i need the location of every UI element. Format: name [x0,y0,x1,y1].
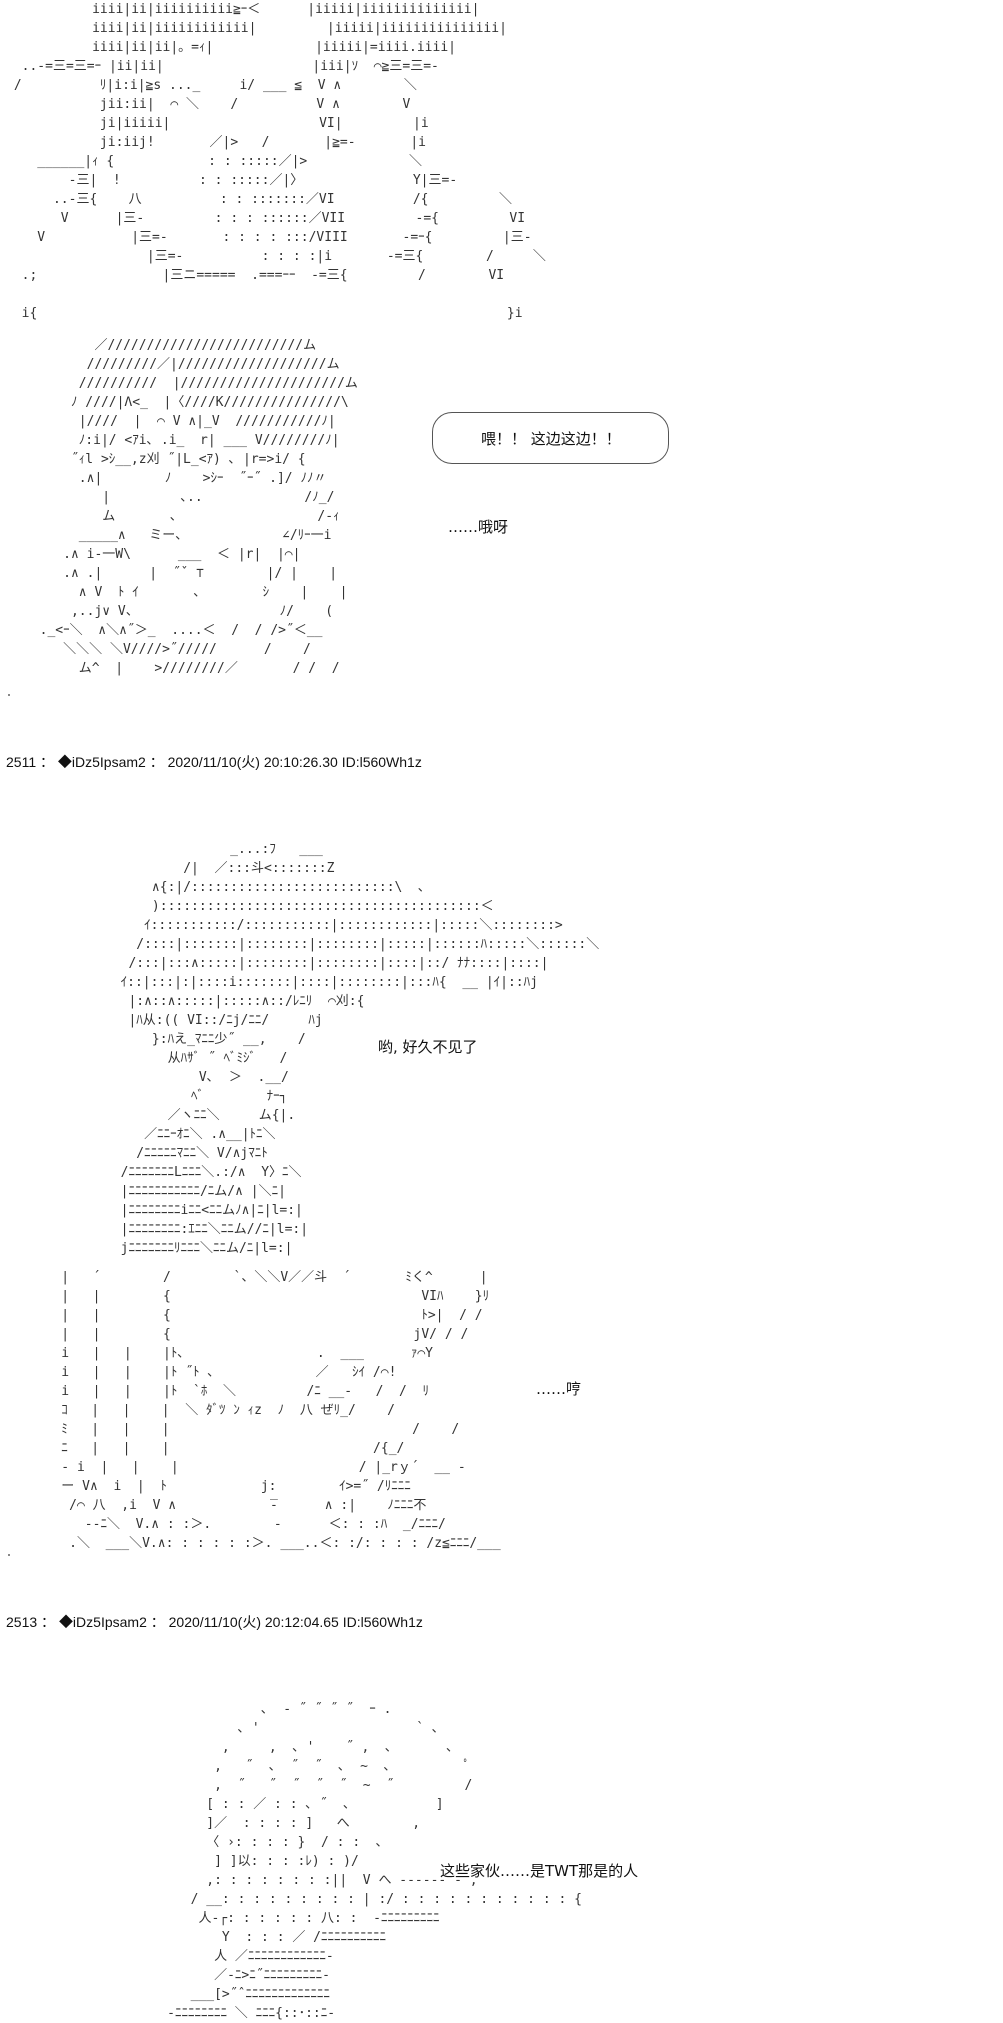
post-datetime: 2020/11/10(火) 20:10:26.30 [167,754,338,770]
post-id: ID:l560Wh1z [342,1614,423,1630]
post-user: ◆iDz5Ipsam2 [58,1614,147,1630]
separator-dot [8,1554,10,1556]
ascii-art-panel-1: iiii|ii|iiiiiiiiii≧ｰ＜ |iiiii|iiiiiiiiiii… [13,2,546,321]
speech-bubble-text: 喂！！ 这边这边！！ [481,430,621,448]
post-header-2511: 2511 ： ◆iDz5Ipsam2 ： 2020/11/10(火) 20:10… [6,752,422,772]
dialogue-twt-people: 这些家伙……是TWT那是的人 [440,1862,639,1880]
post-separator: ： [149,754,168,770]
dialogue-long-time-no-see: 哟, 好久不见了 [378,1038,478,1056]
separator-dot [8,694,10,696]
post-header-2513: 2513 ： ◆iDz5Ipsam2 ： 2020/11/10(火) 20:12… [6,1612,423,1632]
dialogue-oya: ……哦呀 [448,518,509,536]
dialogue-hmph: ……哼 [536,1380,582,1398]
speech-bubble: 喂！！ 这边这边！！ [432,412,669,464]
post-separator: ： [150,1614,169,1630]
post-number: 2513 [6,1614,38,1630]
post-id: ID:l560Wh1z [341,754,422,770]
ascii-art-panel-3: _...:ﾌ ___ /| ／:::斗<:::::::Z ∧{:|/::::::… [120,842,600,1256]
post-user: ◆iDz5Ipsam2 [57,754,146,770]
ascii-art-panel-4: | ´ / `、＼＼V／／斗 ´ ﾐく^ | | | { VIﾊ }ﾘ | | … [61,1270,501,1551]
post-separator: ： [41,1614,59,1630]
ascii-art-panel-2: ／/////////////////////////ム /////////／|/… [39,338,358,676]
post-datetime: 2020/11/10(火) 20:12:04.65 [168,1614,339,1630]
post-number: 2511 [6,754,37,770]
post-separator: ： [40,754,58,770]
